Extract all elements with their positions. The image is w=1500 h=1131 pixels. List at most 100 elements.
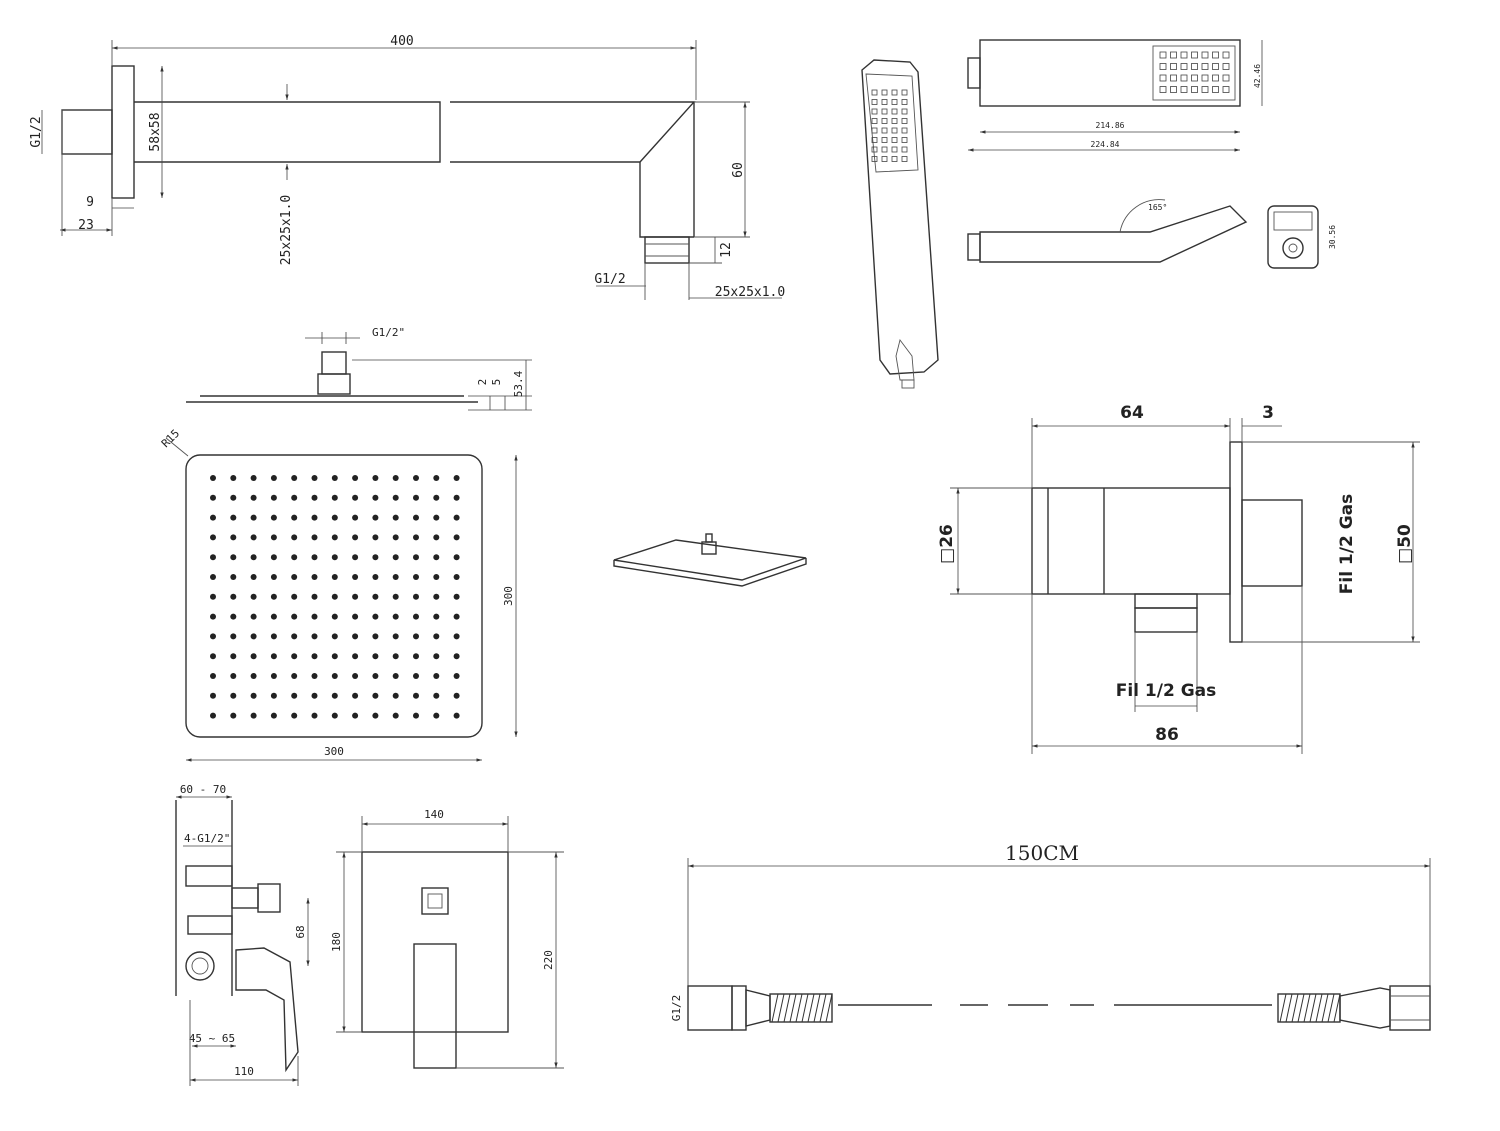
hand-nozzle — [901, 108, 908, 115]
top-nozzle — [1191, 86, 1198, 93]
rain-nozzle — [230, 574, 237, 580]
top-nozzle — [1191, 51, 1198, 59]
wall-outlet-drawing: 64 3 □26 □50 Fil 1/2 Gas Fil 1/2 Gas 86 — [937, 403, 1420, 754]
rain-nozzle — [270, 673, 277, 679]
rain-nozzle — [392, 593, 399, 600]
hose-coil-line — [771, 993, 779, 1023]
hand-nozzle — [901, 137, 908, 143]
rain-head-nozzles — [210, 475, 460, 719]
rain-nozzle — [453, 534, 460, 541]
rain-nozzle — [433, 712, 440, 719]
rain-nozzle — [210, 613, 216, 620]
rain-nozzle — [433, 593, 440, 600]
rain-nozzle — [413, 673, 419, 679]
rain-nozzle — [433, 653, 440, 660]
hose-coil-line — [1309, 993, 1317, 1023]
hand-nozzle — [901, 89, 908, 96]
top-nozzle — [1212, 86, 1219, 93]
rain-nozzle — [210, 534, 216, 541]
rain-nozzle — [372, 475, 379, 481]
rain-nozzle — [352, 673, 359, 679]
rain-nozzle — [311, 653, 318, 660]
rain-nozzle — [230, 475, 237, 481]
rain-nozzle — [352, 574, 359, 580]
rain-nozzle — [372, 653, 379, 660]
rain-nozzle — [230, 633, 237, 640]
rain-nozzle — [413, 633, 419, 640]
rain-nozzle — [210, 653, 216, 660]
hose-thread-label: G1/2 — [670, 995, 683, 1022]
rain-radius-label: R15 — [159, 427, 182, 450]
hose-drawing: 150CM G1/2 — [670, 841, 1431, 1031]
hose-coil-line — [819, 993, 827, 1023]
hand-inner-length-label: 214.86 — [1096, 121, 1125, 130]
hose-coil-line — [777, 993, 785, 1023]
hand-angle-label: 165° — [1148, 203, 1167, 212]
top-nozzle — [1159, 86, 1167, 93]
rain-nozzle — [311, 574, 318, 580]
top-nozzle — [1180, 86, 1188, 93]
rain-nozzle — [291, 673, 298, 679]
mixer-4565-label: 45 ~ 65 — [189, 1032, 235, 1045]
hose-coil-line — [1285, 993, 1293, 1023]
rain-nozzle — [311, 534, 318, 541]
hand-nozzle — [891, 137, 898, 143]
rain-nozzle — [433, 692, 440, 699]
hand-nozzle — [901, 99, 908, 105]
rain-nozzle — [230, 712, 237, 719]
hand-nozzle — [881, 118, 888, 124]
mixer-valve-drawing: 60 - 70 4-G1/2" 68 45 ~ 65 110 140 180 — [175, 783, 564, 1086]
top-nozzle — [1201, 86, 1209, 93]
rain-nozzle — [413, 653, 419, 660]
hand-nozzle — [871, 89, 878, 96]
rain-nozzle — [331, 633, 338, 640]
top-nozzle — [1170, 86, 1177, 93]
outlet-64-label: 64 — [1120, 403, 1144, 423]
mixer-depth-label: 60 - 70 — [180, 783, 226, 796]
hand-nozzle — [901, 146, 908, 153]
rain-nozzle — [372, 692, 379, 699]
rain-nozzle — [250, 712, 257, 719]
rain-height-label: 300 — [502, 586, 515, 606]
rain-nozzle — [372, 613, 379, 620]
rain-nozzle — [291, 554, 298, 561]
dim-9-label: 9 — [86, 195, 94, 210]
rain-nozzle — [352, 653, 359, 660]
top-nozzle — [1222, 86, 1230, 93]
rain-nozzle — [270, 574, 277, 580]
rain-nozzle — [433, 613, 440, 620]
hand-nozzle — [881, 99, 888, 105]
hand-nozzle — [891, 156, 898, 162]
rain-nozzle — [352, 475, 359, 481]
top-nozzle — [1191, 74, 1198, 82]
rain-nozzle — [250, 692, 257, 699]
rain-nozzle — [270, 494, 277, 501]
rain-nozzle — [230, 613, 237, 620]
hand-shower-top-nozzles — [1159, 51, 1230, 93]
rain-nozzle — [250, 613, 257, 620]
rain-nozzle — [453, 574, 460, 580]
rain-nozzle — [413, 514, 419, 521]
rain-nozzle — [453, 673, 460, 679]
rain-nozzle — [453, 593, 460, 600]
rain-nozzle — [453, 712, 460, 719]
rain-nozzle — [291, 712, 298, 719]
hose-coil-line — [813, 993, 821, 1023]
rain-nozzle — [210, 514, 216, 521]
outlet-tube-label: 25x25x1.0 — [715, 285, 785, 300]
rain-nozzle — [433, 494, 440, 501]
top-nozzle — [1180, 51, 1188, 59]
rain-nozzle — [230, 593, 237, 600]
hose-coil-line — [1291, 993, 1299, 1023]
hand-nozzle — [881, 89, 888, 96]
hose-coil-line — [795, 993, 803, 1023]
rain-nozzle — [270, 534, 277, 541]
hand-height-label: 42.46 — [1253, 64, 1262, 88]
rain-nozzle — [433, 574, 440, 580]
top-nozzle — [1212, 74, 1219, 82]
mixer-plate-height-label: 180 — [330, 932, 343, 952]
hand-nozzle — [881, 108, 888, 115]
mixer-68-label: 68 — [294, 925, 307, 938]
hand-nozzle — [871, 118, 878, 124]
rain-nozzle — [433, 673, 440, 679]
